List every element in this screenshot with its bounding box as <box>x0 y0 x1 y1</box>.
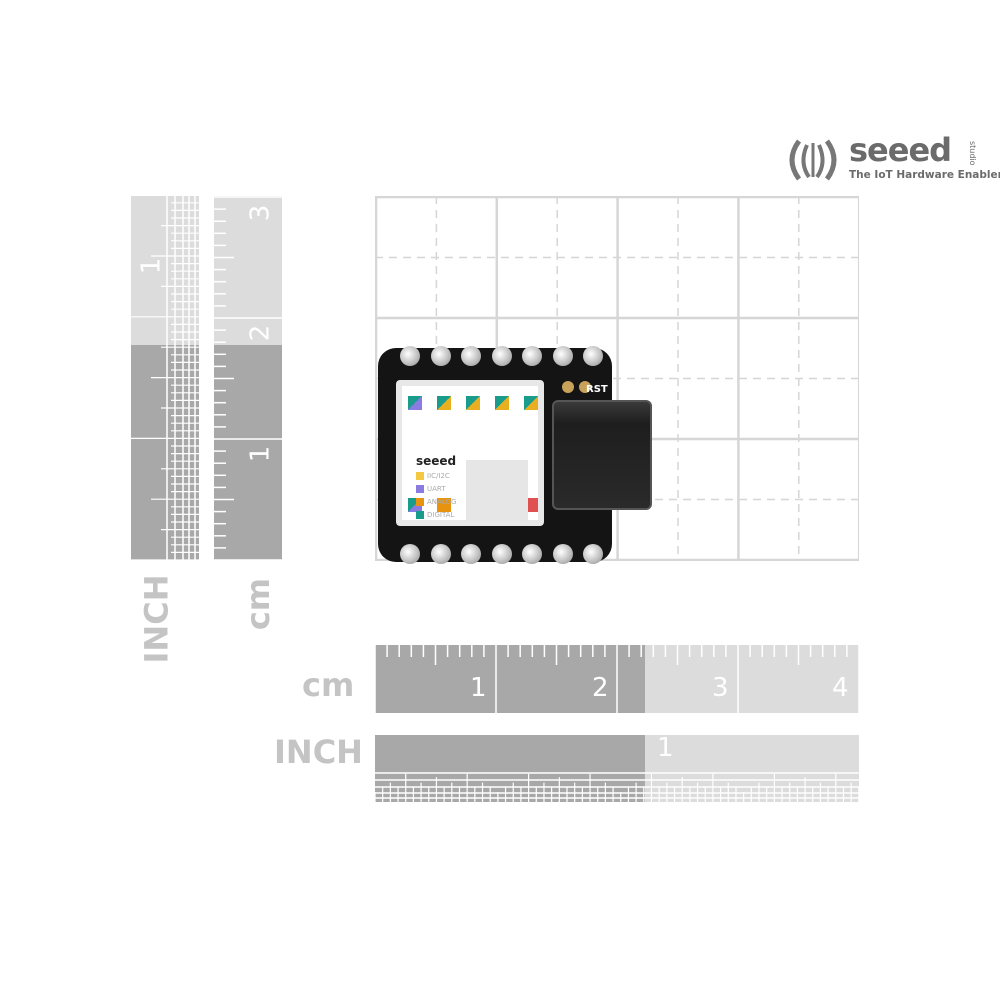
header-pin <box>461 346 481 366</box>
ruler-number: 1 <box>136 257 167 275</box>
ruler-number: 1 <box>470 673 487 703</box>
ruler-number: 1 <box>245 445 276 463</box>
header-pin <box>583 544 603 564</box>
pad <box>579 381 591 393</box>
vertical-inch-ruler: 1 <box>131 196 199 560</box>
horizontal-inch-ruler: 1 <box>375 733 859 802</box>
legend-label: ANALOG <box>427 498 457 506</box>
rf-shield: seeed IIC/I2C UART ANALOG DIGITAL <box>396 380 544 526</box>
header-pin <box>522 346 542 366</box>
cm-label-horizontal: cm <box>302 666 355 704</box>
header-pin <box>400 346 420 366</box>
header-pin <box>430 544 451 564</box>
ruler-number: 3 <box>712 673 729 703</box>
usb-c-port <box>552 400 652 510</box>
header-pin <box>400 544 420 564</box>
pin-color-square <box>495 396 509 410</box>
seeed-logo-icon <box>789 139 837 181</box>
pad <box>562 381 574 393</box>
inch-label-vertical: INCH <box>137 574 176 664</box>
logo-tagline: The IoT Hardware Enabler <box>849 169 1000 181</box>
pin-color-square <box>437 498 451 512</box>
vertical-cm-ruler: 3 2 1 <box>214 196 282 560</box>
pin-color-square <box>466 396 480 410</box>
ruler-number: 1 <box>657 733 674 763</box>
pin-color-square <box>408 396 422 410</box>
legend-label: UART <box>427 485 446 493</box>
header-pin <box>583 346 603 366</box>
header-pin <box>491 544 512 564</box>
pin-color-square <box>437 396 451 410</box>
rst-label: RST <box>586 384 608 395</box>
header-pin <box>491 346 512 366</box>
header-pin <box>552 346 573 366</box>
inch-label-horizontal: INCH <box>274 733 363 771</box>
legend-label: IIC/I2C <box>427 472 450 480</box>
ruler-number: 2 <box>245 324 276 342</box>
header-pin <box>430 346 451 366</box>
logo-brand: seeed <box>849 131 952 169</box>
ruler-number: 3 <box>245 204 276 222</box>
header-pin <box>552 544 573 564</box>
horizontal-cm-ruler: 1 2 3 4 <box>375 645 859 713</box>
cm-label-vertical: cm <box>239 577 278 631</box>
header-pin <box>461 544 481 564</box>
header-pin <box>522 544 542 564</box>
seeed-logo: seeed studio The IoT Hardware Enabler <box>785 131 1000 185</box>
legend-label: DIGITAL <box>427 511 455 519</box>
ruler-number: 2 <box>592 673 609 703</box>
pin-color-square <box>524 396 538 410</box>
ruler-number: 4 <box>832 673 849 703</box>
shield-brand: seeed <box>416 454 457 468</box>
logo-studio: studio <box>968 141 977 166</box>
